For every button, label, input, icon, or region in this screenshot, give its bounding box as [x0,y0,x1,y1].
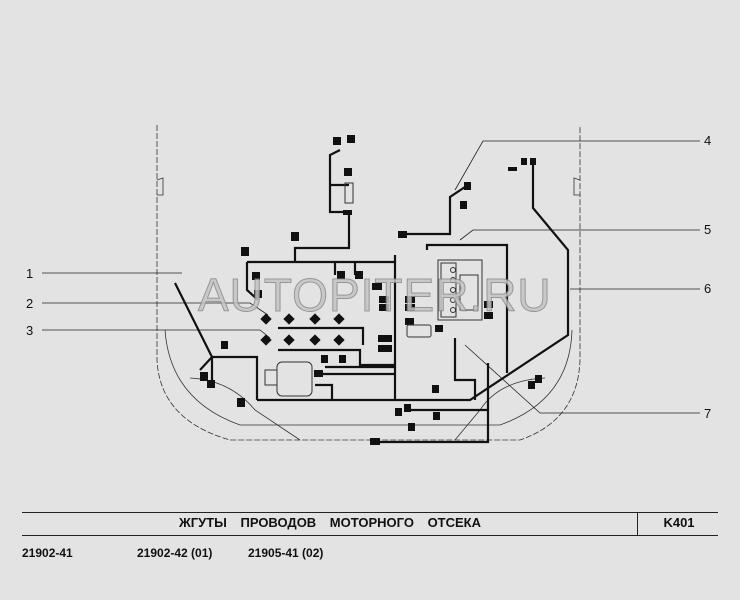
callout-6: 6 [704,281,712,296]
callout-leaders [42,140,700,414]
callout-1: 1 [26,266,34,281]
part-number: 21902-42 (01) [137,546,213,560]
part-number: 21902-41 [22,546,73,560]
callout-5: 5 [704,222,712,237]
drawing-title: ЖГУТЫ ПРОВОДОВ МОТОРНОГО ОТСЕКА [178,515,482,530]
blower-unit [264,182,432,397]
title-top-rule [22,512,718,513]
sheet-code: K401 [663,515,695,530]
title-bottom-rule [22,535,718,536]
callout-3: 3 [26,323,34,338]
battery [437,259,483,321]
part-number: 21905-41 (02) [248,546,324,560]
connectors [200,135,542,445]
callout-7: 7 [704,406,712,421]
watermark: AUTOPITER.RU [198,269,552,322]
title-divider [637,512,638,535]
callout-2: 2 [26,296,34,311]
callout-4: 4 [704,133,712,148]
